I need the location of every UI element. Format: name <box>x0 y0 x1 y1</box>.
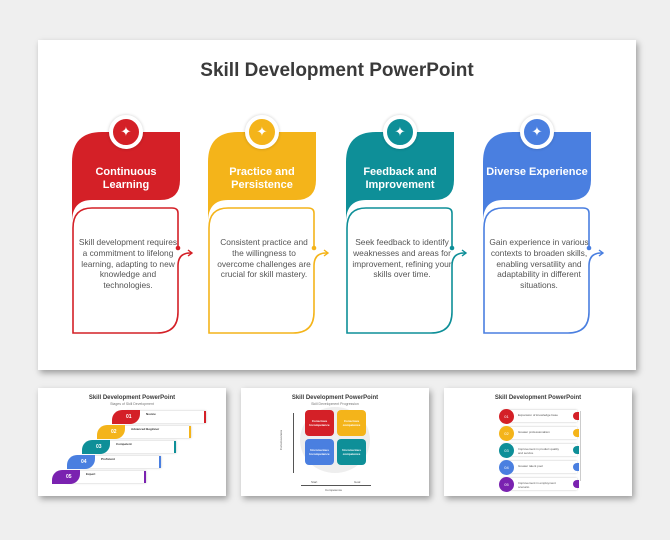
row-tab <box>573 480 579 488</box>
card-shape <box>72 132 194 334</box>
card-title: Feedback and Improvement <box>363 166 437 191</box>
benefit-row: Improvement in employment scenario <box>502 478 579 490</box>
benefit-row: Greater professionalism <box>502 427 579 439</box>
stage-name: Competent <box>116 442 132 446</box>
card-text: Consistent practice and the willingness … <box>217 237 311 280</box>
stage-name: Advanced Beginner <box>131 427 160 431</box>
row-tab <box>573 446 579 454</box>
stage-row: Novice <box>126 411 206 423</box>
quadrant: Unconscious competence <box>337 439 366 465</box>
card-3: ✦ Feedback and Improvement Seek feedback… <box>346 115 478 342</box>
card-2: ✦ Practice and Persistence Consistent pr… <box>208 115 340 342</box>
x-axis-label: Competence <box>325 488 343 492</box>
mountain-flag-icon: ✦ <box>245 115 279 149</box>
quadrant: Conscious Incompetence <box>305 410 334 436</box>
benefit-text: Expansion of knowledge base <box>518 413 558 417</box>
thumbnail-stages[interactable]: Skill Development PowerPoint Stages of S… <box>38 388 226 496</box>
thumb-title: Skill Development PowerPoint <box>291 395 379 401</box>
stage-number: 05 <box>66 474 72 480</box>
thumb-subtitle: Skill Development Progression <box>311 402 359 406</box>
y-axis-line <box>293 413 294 473</box>
thumb-subtitle: Stages of Skill Development <box>110 402 154 406</box>
row-tab <box>573 463 579 471</box>
stage-number: 04 <box>81 459 87 465</box>
quadrant: Conscious competence <box>337 410 366 436</box>
y-axis-label: Consciousness <box>279 429 284 451</box>
stage-row: Expert <box>66 471 146 483</box>
benefit-row: Greater talent pool <box>502 461 579 473</box>
benefit-number: 01 <box>499 409 514 424</box>
card-shape <box>208 132 330 334</box>
stage-badge: 02 <box>97 425 125 439</box>
benefit-row: Improvement in product quality and servi… <box>502 444 579 456</box>
card-shape <box>483 132 605 334</box>
benefit-number: 03 <box>499 443 514 458</box>
stage-number: 03 <box>96 444 102 450</box>
thumbnail-progression[interactable]: Skill Development PowerPoint Skill Devel… <box>241 388 429 496</box>
globe-people-icon: ✦ <box>520 115 554 149</box>
learning-tools-icon: ✦ <box>109 115 143 149</box>
stage-number: 01 <box>126 414 132 420</box>
card-shape <box>346 132 468 334</box>
stage-badge: 01 <box>112 410 140 424</box>
card-title: Diverse Experience <box>486 166 588 178</box>
start-label: Start <box>311 480 318 484</box>
benefit-text: Improvement in employment scenario <box>518 481 556 489</box>
row-tab <box>573 412 579 420</box>
stage-badge: 05 <box>52 470 80 484</box>
benefit-number: 02 <box>499 426 514 441</box>
card-text: Skill development requires a commitment … <box>78 237 178 291</box>
card-title: Continuous Learning <box>95 166 157 191</box>
card-1: ✦ Continuous Learning Skill development … <box>72 115 204 342</box>
stage-name: Proficient <box>101 457 115 461</box>
stage-row: Advanced Beginner <box>111 426 191 438</box>
card-4: ✦ Diverse Experience Gain experience in … <box>483 115 615 342</box>
benefit-text: Greater talent pool <box>518 464 543 468</box>
connector-line <box>580 411 581 481</box>
feedback-document-icon: ✦ <box>383 115 417 149</box>
stage-name: Novice <box>146 412 156 416</box>
thumb-title: Skill Development PowerPoint <box>88 395 176 401</box>
benefit-row: Expansion of knowledge base <box>502 410 579 422</box>
stage-name: Expert <box>86 472 96 476</box>
card-title: Practice and Persistence <box>229 166 295 191</box>
thumb-title: Skill Development PowerPoint <box>494 395 582 401</box>
goal-label: Goal <box>354 480 361 484</box>
stage-number: 02 <box>111 429 117 435</box>
main-slide[interactable]: Skill Development PowerPoint ✦ Continuou… <box>38 40 636 370</box>
benefit-text: Improvement in product quality and servi… <box>518 447 560 455</box>
benefit-text: Greater professionalism <box>518 430 550 434</box>
quadrant: Unconscious Incompetence <box>305 439 334 465</box>
card-text: Seek feedback to identify weaknesses and… <box>352 237 452 280</box>
x-axis-line <box>301 485 371 486</box>
card-text: Gain experience in various contexts to b… <box>489 237 589 291</box>
stage-badge: 04 <box>67 455 95 469</box>
stage-row: Competent <box>96 441 176 453</box>
stage-badge: 03 <box>82 440 110 454</box>
row-tab <box>573 429 579 437</box>
thumbnail-benefits[interactable]: Skill Development PowerPoint Expansion o… <box>444 388 632 496</box>
benefit-number: 04 <box>499 460 514 475</box>
stage-row: Proficient <box>81 456 161 468</box>
slide-title: Skill Development PowerPoint <box>200 60 474 81</box>
benefit-number: 05 <box>499 477 514 492</box>
